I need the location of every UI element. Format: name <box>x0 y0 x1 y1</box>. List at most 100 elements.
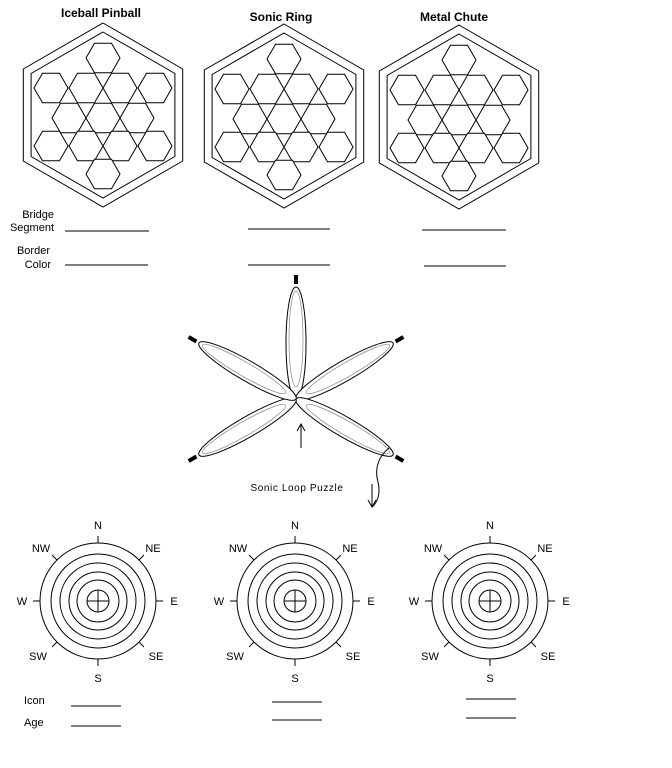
compass-label-e: E <box>367 596 374 608</box>
exit-arrow-down-icon <box>367 447 390 509</box>
hex-cell[interactable] <box>493 132 529 164</box>
compass-tick-se <box>138 641 145 648</box>
compass-label-nw: NW <box>229 543 248 555</box>
compass-label-nw: NW <box>32 543 51 555</box>
hex-cell[interactable] <box>266 159 302 191</box>
compass-ring[interactable] <box>265 571 325 631</box>
hex-cell[interactable] <box>249 73 285 105</box>
hex-cell[interactable] <box>441 44 477 76</box>
compass-tick-sw <box>248 641 255 648</box>
compass-ring[interactable] <box>451 562 529 640</box>
hex-panel-metal-chute <box>378 24 540 210</box>
compass-ring[interactable] <box>442 553 538 649</box>
hex-border-inner <box>386 33 532 201</box>
entry-arrow-up-icon <box>296 422 306 448</box>
label-bridge-line2: Segment <box>10 222 54 234</box>
hex-cell[interactable] <box>137 72 173 104</box>
compass-label-w: W <box>17 596 28 608</box>
compass-label-sw: SW <box>29 651 47 663</box>
compass-label-e: E <box>170 596 177 608</box>
loop-blade-southwest <box>198 397 297 457</box>
compass-label-se: SE <box>346 651 361 663</box>
loop-caption: Sonic Loop Puzzle <box>250 483 343 494</box>
label-border-line2: Color <box>25 259 52 271</box>
hex-cell[interactable] <box>283 131 319 163</box>
hex-cell[interactable] <box>441 160 477 192</box>
hex-cell[interactable] <box>68 72 104 104</box>
loop-tip-northwest <box>187 335 198 344</box>
compass-label-w: W <box>214 596 225 608</box>
compass-tick-nw <box>248 554 255 561</box>
compass-ring[interactable] <box>273 579 317 623</box>
loop-tip-southeast <box>394 454 405 463</box>
compass-tick-ne <box>138 554 145 561</box>
compass-tick-ne <box>335 554 342 561</box>
hex-cell[interactable] <box>266 43 302 75</box>
label-bridge-line1: Bridge <box>22 209 54 221</box>
compass-tick-nw <box>51 554 58 561</box>
compass-label-w: W <box>409 596 420 608</box>
compass-ring[interactable] <box>76 579 120 623</box>
hex-cell[interactable] <box>318 131 354 163</box>
compass-label-s: S <box>291 673 298 685</box>
hex-cell[interactable] <box>493 74 529 106</box>
label-age: Age <box>24 717 44 729</box>
compass-label-n: N <box>291 520 299 532</box>
loop-blade-northwest <box>198 341 297 401</box>
compass-3: N NE E SE S SW W NW <box>409 520 570 685</box>
hex-cell[interactable] <box>458 132 494 164</box>
hex-cell[interactable] <box>102 130 138 162</box>
sonic-loop-diagram <box>187 275 405 509</box>
compass-ring[interactable] <box>59 562 137 640</box>
hex-cell[interactable] <box>214 131 250 163</box>
compass-ring[interactable] <box>468 579 512 623</box>
compass-tick-se <box>530 641 537 648</box>
compass-label-e: E <box>562 596 569 608</box>
compass-label-sw: SW <box>421 651 439 663</box>
hex-cell[interactable] <box>458 74 494 106</box>
hex-cell[interactable] <box>389 132 425 164</box>
panel-title-sonic-ring: Sonic Ring <box>250 10 313 24</box>
compass-ring[interactable] <box>50 553 146 649</box>
label-border-line1: Border <box>17 245 50 257</box>
hex-cell[interactable] <box>283 73 319 105</box>
loop-tip-north <box>294 275 298 284</box>
hex-cell[interactable] <box>102 72 138 104</box>
hex-cell[interactable] <box>33 130 69 162</box>
hex-border-inner <box>30 31 176 199</box>
panel-title-iceball-pinball: Iceball Pinball <box>61 6 141 20</box>
hex-border-inner <box>211 32 357 200</box>
hex-panel-sonic-ring <box>203 23 365 209</box>
compass-ring[interactable] <box>68 571 128 631</box>
hex-cell[interactable] <box>85 42 121 74</box>
compass-ring[interactable] <box>256 562 334 640</box>
hex-cell[interactable] <box>137 130 173 162</box>
compass-label-sw: SW <box>226 651 244 663</box>
compass-label-se: SE <box>149 651 164 663</box>
compass-label-s: S <box>486 673 493 685</box>
hex-cell[interactable] <box>389 74 425 106</box>
compass-tick-ne <box>530 554 537 561</box>
compass-label-se: SE <box>541 651 556 663</box>
hex-cell[interactable] <box>214 73 250 105</box>
loop-tip-southwest <box>187 454 198 463</box>
compass-label-ne: NE <box>537 543 552 555</box>
compass-label-n: N <box>486 520 494 532</box>
panel-title-metal-chute: Metal Chute <box>420 10 488 24</box>
compass-label-n: N <box>94 520 102 532</box>
compass-tick-sw <box>51 641 58 648</box>
loop-tip-northeast <box>394 335 405 344</box>
hex-cell[interactable] <box>424 74 460 106</box>
label-icon: Icon <box>24 695 45 707</box>
loop-blade-north <box>285 286 307 400</box>
hex-cell[interactable] <box>85 158 121 190</box>
compass-label-s: S <box>94 673 101 685</box>
compass-label-nw: NW <box>424 543 443 555</box>
hex-cell[interactable] <box>33 72 69 104</box>
hex-cell[interactable] <box>318 73 354 105</box>
compass-ring[interactable] <box>460 571 520 631</box>
compass-label-ne: NE <box>342 543 357 555</box>
compass-tick-se <box>335 641 342 648</box>
compass-ring[interactable] <box>247 553 343 649</box>
